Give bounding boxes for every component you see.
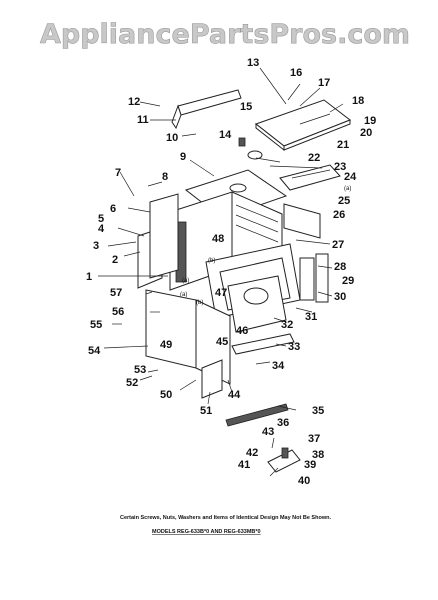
part-label-24: 24 xyxy=(344,171,357,183)
back-panel-part-26 xyxy=(283,203,321,239)
part-label-4: 4 xyxy=(98,223,105,235)
part-label-56: 56 xyxy=(112,306,124,318)
model-line-text: MODELS REG-633B*0 AND REG-633MB*0 xyxy=(152,529,261,535)
part-label-21: 21 xyxy=(337,139,349,151)
small-mark-b-lower: (b) xyxy=(196,300,203,306)
part-label-10: 10 xyxy=(166,132,178,144)
part-label-52: 52 xyxy=(126,377,138,389)
part-label-7: 7 xyxy=(115,167,121,179)
part-label-37: 37 xyxy=(308,433,320,445)
part-label-11: 11 xyxy=(137,114,149,126)
part-label-41: 41 xyxy=(238,459,250,471)
small-mark-a-24: (a) xyxy=(344,186,351,192)
part-label-36: 36 xyxy=(277,417,289,429)
part-label-51: 51 xyxy=(200,405,212,417)
cooktop-panel-part xyxy=(254,99,352,152)
leader-lines xyxy=(98,67,344,477)
part-label-3: 3 xyxy=(93,240,99,252)
part-label-5: 5 xyxy=(98,213,104,225)
part-label-46: 46 xyxy=(236,325,248,337)
part-number-labels: 12 11 10 13 16 17 18 19 20 21 15 14 22 2… xyxy=(86,57,376,487)
part-label-32: 32 xyxy=(281,319,293,331)
part-label-42: 42 xyxy=(246,447,258,459)
small-mark-a-left: (a) xyxy=(182,278,189,284)
part-label-30: 30 xyxy=(334,291,346,303)
part-label-22: 22 xyxy=(308,152,320,164)
drawer-front-part-49 xyxy=(145,289,231,385)
knob-part-22 xyxy=(247,150,263,160)
part-label-18: 18 xyxy=(352,95,364,107)
part-label-25: 25 xyxy=(338,195,350,207)
backsplash-trim-part xyxy=(171,89,242,130)
part-label-57: 57 xyxy=(110,287,122,299)
part-label-49: 49 xyxy=(160,339,172,351)
part-label-23: 23 xyxy=(334,161,346,173)
trim-strip-part-35 xyxy=(225,403,289,427)
part-label-14: 14 xyxy=(219,129,232,141)
footnote-text: Certain Screws, Nuts, Washers and Items … xyxy=(120,515,331,521)
clip-part-14 xyxy=(238,137,246,147)
part-label-12: 12 xyxy=(128,96,140,108)
part-label-1: 1 xyxy=(86,271,92,283)
part-label-8: 8 xyxy=(162,171,168,183)
part-label-17: 17 xyxy=(318,77,330,89)
part-label-9: 9 xyxy=(180,151,186,163)
part-label-27: 27 xyxy=(332,239,344,251)
kick-plate-part-44 xyxy=(201,359,223,399)
part-label-26: 26 xyxy=(333,209,345,221)
watermark-text: AppliancePartsPros.com xyxy=(40,19,410,50)
small-mark-a-lower: (a) xyxy=(180,292,187,298)
part-label-34: 34 xyxy=(272,360,285,372)
bracket-assembly-part-40 xyxy=(267,447,301,473)
part-label-47: 47 xyxy=(215,287,227,299)
part-label-38: 38 xyxy=(312,449,324,461)
small-mark-b-upper: (b) xyxy=(208,258,215,264)
part-label-35: 35 xyxy=(312,405,324,417)
part-label-15: 15 xyxy=(240,101,252,113)
part-label-31: 31 xyxy=(305,311,317,323)
part-label-2: 2 xyxy=(112,254,118,266)
side-panel-part-6 xyxy=(149,193,179,279)
bottom-rail-part-33 xyxy=(231,333,295,355)
part-label-54: 54 xyxy=(88,345,101,357)
part-label-43: 43 xyxy=(262,426,274,438)
part-label-20: 20 xyxy=(360,127,372,139)
part-label-19: 19 xyxy=(364,115,376,127)
part-label-6: 6 xyxy=(110,203,116,215)
part-label-28: 28 xyxy=(334,261,346,273)
part-label-55: 55 xyxy=(90,319,102,331)
part-label-53: 53 xyxy=(134,364,146,376)
part-label-45: 45 xyxy=(216,336,228,348)
part-label-48: 48 xyxy=(212,233,224,245)
part-label-33: 33 xyxy=(288,341,300,353)
part-label-40: 40 xyxy=(298,475,310,487)
part-label-13: 13 xyxy=(247,57,259,69)
part-label-50: 50 xyxy=(160,389,172,401)
part-label-39: 39 xyxy=(304,459,316,471)
part-label-44: 44 xyxy=(228,389,241,401)
part-label-29: 29 xyxy=(342,275,354,287)
oven-door-part-32 xyxy=(227,275,287,333)
switch-block-part-24 xyxy=(279,164,341,191)
part-label-16: 16 xyxy=(290,67,302,79)
